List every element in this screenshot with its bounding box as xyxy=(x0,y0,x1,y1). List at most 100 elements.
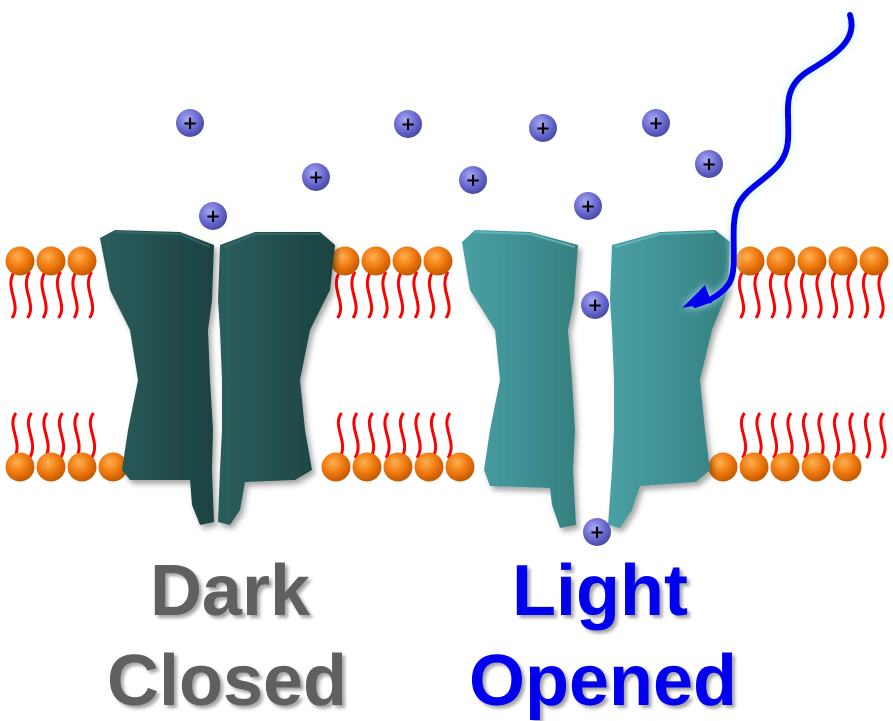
lipid-tail xyxy=(770,412,779,459)
light-arrowhead xyxy=(682,285,712,308)
lipid-tail xyxy=(786,412,794,459)
lipid-tail xyxy=(88,412,97,459)
lipid-head xyxy=(67,246,97,276)
ion-charge-symbol: + xyxy=(580,196,595,217)
lipid-tail xyxy=(830,271,839,319)
lipid-head xyxy=(36,452,66,482)
lipid-head xyxy=(766,246,796,276)
open-channel-left-subunit xyxy=(462,230,578,528)
lipid-tail xyxy=(381,271,389,319)
lipid-head xyxy=(828,246,858,276)
lipid-tail xyxy=(768,271,777,319)
closed-state-label-line1: Dark xyxy=(149,551,311,631)
lipid-tail xyxy=(71,271,79,319)
lipid-tail xyxy=(753,271,761,319)
lipid-tail xyxy=(445,412,453,459)
lipid-tails-layer xyxy=(9,271,887,459)
lipid-head xyxy=(5,246,35,276)
lipid-head xyxy=(98,452,128,482)
lipid-tail xyxy=(832,412,841,459)
lipid-tail xyxy=(817,412,825,459)
lipid-tail xyxy=(9,271,17,319)
lipid-tail xyxy=(24,271,33,319)
lipid-head xyxy=(859,246,889,276)
ion-charge-symbol: + xyxy=(648,113,663,134)
lipid-tail xyxy=(737,271,746,319)
lipid-head xyxy=(36,246,66,276)
ion-charge-symbol: + xyxy=(465,170,480,191)
closed-channel-left-subunit xyxy=(100,230,214,525)
lipid-head xyxy=(67,452,97,482)
lipid-tail xyxy=(879,412,887,459)
lipid-head xyxy=(392,246,422,276)
light-wave-arrow-icon xyxy=(682,12,855,308)
cation-icon: + xyxy=(529,114,557,142)
closed-channel xyxy=(100,230,335,525)
lipid-tail xyxy=(11,412,19,459)
lipid-head xyxy=(5,452,35,482)
cation-icon: + xyxy=(199,202,227,230)
lipid-head xyxy=(735,246,765,276)
lipid-head xyxy=(423,246,453,276)
ion-charge-symbol: + xyxy=(205,206,220,227)
lipid-head xyxy=(383,452,413,482)
cation-icon: + xyxy=(581,291,609,319)
lipid-head xyxy=(352,452,382,482)
lipid-tail xyxy=(755,412,763,459)
cation-icon: + xyxy=(459,166,487,194)
light-wave-path xyxy=(692,12,855,308)
lipid-tail xyxy=(848,412,856,459)
lipid-tail xyxy=(815,271,823,319)
closed-channel-right-subunit xyxy=(218,232,335,525)
lipid-head xyxy=(361,246,391,276)
lipid-head xyxy=(321,452,351,482)
lipid-tail xyxy=(863,412,872,459)
lipid-head xyxy=(770,452,800,482)
lipid-tail xyxy=(367,412,376,459)
lipid-tail xyxy=(801,412,810,459)
lipid-tail xyxy=(739,412,748,459)
open-state-label-line2: Opened xyxy=(468,641,738,721)
lipid-tail xyxy=(336,412,345,459)
closed-state-label-line2: Closed xyxy=(106,641,348,721)
lipid-tail xyxy=(414,412,422,459)
lipid-tail xyxy=(42,412,50,459)
lipid-head xyxy=(832,452,862,482)
cation-icon: + xyxy=(695,150,723,178)
lipid-tail xyxy=(784,271,792,319)
ion-charge-symbol: + xyxy=(535,118,550,139)
lipid-tail xyxy=(365,271,374,319)
lipid-tail xyxy=(427,271,436,319)
lipid-tail xyxy=(861,271,870,319)
lipid-tail xyxy=(55,271,64,319)
lipid-head xyxy=(797,246,827,276)
open-channel xyxy=(462,230,730,528)
open-state-label-line1: Light xyxy=(512,551,688,631)
ion-charge-symbol: + xyxy=(701,154,716,175)
ion-charge-symbol: + xyxy=(182,113,197,134)
lipid-heads-layer xyxy=(5,246,889,482)
open-channel-right-subunit xyxy=(608,230,730,528)
lipid-tail xyxy=(383,412,391,459)
lipid-head xyxy=(330,246,360,276)
cation-icon: + xyxy=(302,163,330,191)
lipid-tail xyxy=(877,271,885,319)
cation-icon: + xyxy=(176,109,204,137)
lipid-head xyxy=(708,452,738,482)
lipid-tail xyxy=(412,271,420,319)
lipid-tail xyxy=(352,412,360,459)
lipid-head xyxy=(739,452,769,482)
lipid-tail xyxy=(429,412,438,459)
lipid-tail xyxy=(40,271,48,319)
ions-layer: +++++++++++ xyxy=(176,109,723,546)
lipid-tail xyxy=(846,271,854,319)
cation-icon: + xyxy=(574,192,602,220)
ion-charge-symbol: + xyxy=(587,295,602,316)
lipid-tail xyxy=(396,271,405,319)
cation-icon: + xyxy=(642,109,670,137)
lipid-tail xyxy=(26,412,35,459)
lipid-tail xyxy=(443,271,451,319)
cation-icon: + xyxy=(394,110,422,138)
lipid-tail xyxy=(350,271,358,319)
